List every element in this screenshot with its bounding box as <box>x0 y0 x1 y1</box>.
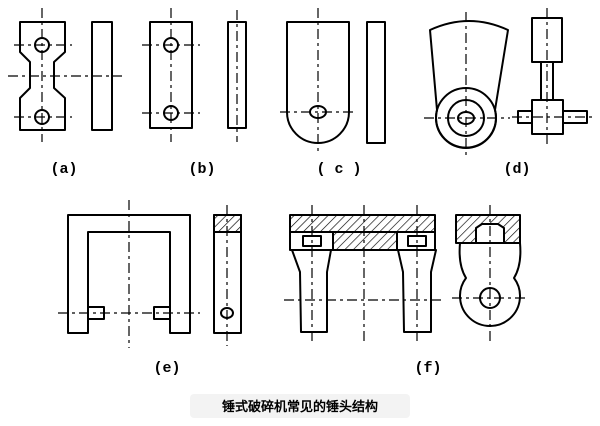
figure-caption: 锤式破碎机常见的锤头结构 <box>221 399 378 415</box>
figure-d: (d) <box>424 8 594 178</box>
figure-f-label: (f) <box>414 360 441 377</box>
figure-a: (a) <box>8 8 122 178</box>
figure-d-label: (d) <box>503 161 530 178</box>
figure-a-label: (a) <box>50 161 77 178</box>
hammer-e-front-view <box>67 214 191 334</box>
figure-b: (b) <box>142 8 247 178</box>
figure-b-label: (b) <box>188 161 215 178</box>
figure-e-label: (e) <box>153 360 180 377</box>
figure-e: (e) <box>58 200 242 377</box>
figure-c: ( c ) <box>280 8 386 178</box>
figure-c-label: ( c ) <box>316 161 361 178</box>
hammer-c-side-view <box>366 21 386 144</box>
hammer-f-holder-middle-hatch <box>332 231 398 251</box>
figure-f: (f) <box>284 205 528 377</box>
hammer-c-front-view <box>286 21 350 144</box>
caption-background <box>190 394 410 418</box>
